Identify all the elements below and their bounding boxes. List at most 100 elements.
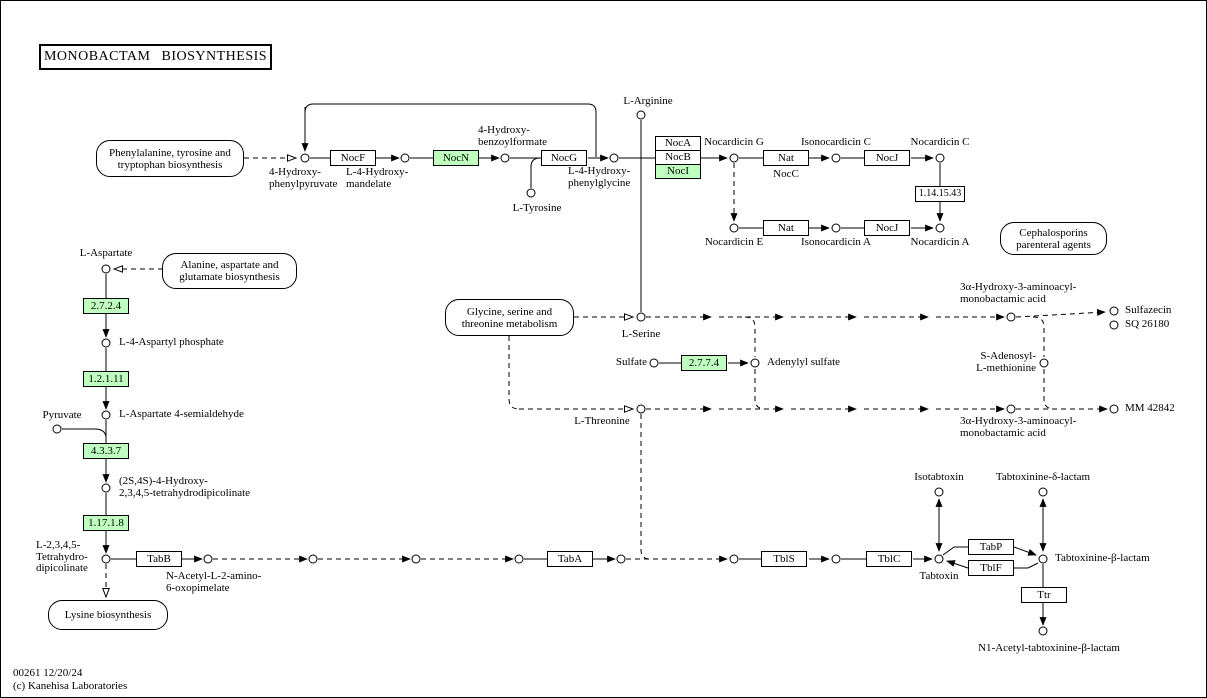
label-2s4s-tetrahydrodipicolinate: (2S,4S)-4-Hydroxy-2,3,4,5-tetrahydrodipi…: [119, 475, 251, 499]
label-hydroxy-monobactamic-acid-bottom: 3α-Hydroxy-3-aminoacyl-monobactamic acid: [960, 415, 1077, 439]
compound-l-4-hydroxyphenylglycine[interactable]: [609, 153, 619, 163]
compound-hydroxy-monobactamic-acid-bottom[interactable]: [1006, 404, 1016, 414]
compound-s-adenosyl-l-methionine[interactable]: [1039, 358, 1049, 368]
compound-sulfazecin[interactable]: [1109, 306, 1119, 316]
label-hydroxy-monobactamic-acid-top: 3α-Hydroxy-3-aminoacyl-monobactamic acid: [960, 281, 1077, 305]
label-l-aspartate-4-semialdehyde: L-Aspartate 4-semialdehyde: [119, 408, 244, 420]
compound-l-arginine[interactable]: [636, 110, 646, 120]
enzyme-nocj-bottom[interactable]: NocJ: [864, 220, 910, 236]
compound-l-serine[interactable]: [636, 312, 646, 322]
enzyme-ec-1-17-1-8[interactable]: 1.17.1.8: [83, 515, 129, 531]
compound-sulfate[interactable]: [649, 358, 659, 368]
compound-adenylyl-sulfate[interactable]: [750, 358, 760, 368]
enzyme-tblc[interactable]: TblC: [866, 551, 912, 567]
label-isonocardicin-a: Isonocardicin A: [801, 236, 871, 248]
compound-l-4-hydroxymandelate[interactable]: [400, 153, 410, 163]
label-4-hydroxybenzoylformate: 4-Hydroxy-benzoylformate: [478, 124, 548, 148]
compound-nocardicin-a[interactable]: [935, 223, 945, 233]
compound-isonocardicin-a[interactable]: [831, 223, 841, 233]
enzyme-nocf[interactable]: NocF: [330, 150, 376, 166]
compound-nocardicin-e[interactable]: [729, 223, 739, 233]
enzyme-ttr[interactable]: Ttr: [1021, 587, 1067, 603]
label-l-serine: L-Serine: [621, 328, 661, 340]
label-tabtoxin: Tabtoxin: [919, 570, 959, 582]
enzyme-ec-1-2-1-11[interactable]: 1.2.1.11: [83, 371, 129, 387]
enzyme-nat-top[interactable]: Nat: [763, 150, 809, 166]
compound-4-hydroxybenzoylformate[interactable]: [500, 153, 510, 163]
enzyme-tblf[interactable]: TblF: [968, 560, 1014, 576]
label-nocc: NocC: [773, 168, 799, 180]
label-tabtoxinine-beta-lactam: Tabtoxinine-β-lactam: [1055, 552, 1150, 564]
compound-mm-42842[interactable]: [1109, 404, 1119, 414]
label-nocardicin-e: Nocardicin E: [704, 236, 764, 248]
label-4-hydroxyphenylpyruvate: 4-Hydroxy-phenylpyruvate: [269, 166, 338, 190]
enzyme-noci[interactable]: NocI: [655, 164, 701, 179]
enzyme-nocg[interactable]: NocG: [541, 150, 587, 166]
label-l-arginine: L-Arginine: [623, 95, 673, 107]
enzyme-ec-2-7-2-4[interactable]: 2.7.2.4: [83, 298, 129, 314]
enzyme-nocj-top[interactable]: NocJ: [864, 150, 910, 166]
compound-intermediate-3[interactable]: [514, 554, 524, 564]
label-l-threonine: L-Threonine: [574, 415, 630, 427]
enzyme-ec-4-3-3-7[interactable]: 4.3.3.7: [83, 443, 129, 459]
enzyme-tbls[interactable]: TblS: [761, 551, 807, 567]
compound-n-acetyl-l-2-amino-6-oxopimelate[interactable]: [203, 554, 213, 564]
compound-2s4s-4-hydroxy-tetrahydrodipicolinate[interactable]: [101, 483, 111, 493]
compound-l-4-aspartyl-phosphate[interactable]: [101, 338, 111, 348]
label-n-acetyl-oxopimelate: N-Acetyl-L-2-amino-6-oxopimelate: [166, 570, 262, 594]
label-isonocardicin-c: Isonocardicin C: [801, 136, 871, 148]
enzyme-taba[interactable]: TabA: [547, 551, 593, 567]
compound-l-tyrosine[interactable]: [526, 188, 536, 198]
label-sulfazecin: Sulfazecin: [1125, 304, 1172, 316]
enzyme-nocn[interactable]: NocN: [433, 150, 479, 166]
compound-sq-26180[interactable]: [1109, 320, 1119, 330]
compound-nocardicin-c[interactable]: [935, 153, 945, 163]
label-l-4-hydroxymandelate: L-4-Hydroxy-mandelate: [346, 166, 409, 190]
compound-l-aspartate-4-semialdehyde[interactable]: [101, 410, 111, 420]
label-l-4-hydroxyphenylglycine: L-4-Hydroxy-phenylglycine: [568, 165, 631, 189]
compound-isotabtoxin[interactable]: [934, 487, 944, 497]
compound-pyruvate[interactable]: [52, 424, 62, 434]
label-pyruvate: Pyruvate: [42, 409, 82, 421]
label-sulfate: Sulfate: [615, 356, 647, 368]
compound-l-threonine[interactable]: [636, 404, 646, 414]
map-id-and-date: 00261 12/20/24: [13, 667, 83, 679]
compound-tabtoxin[interactable]: [934, 554, 944, 564]
map-title: MONOBACTAM BIOSYNTHESIS: [39, 44, 272, 70]
label-nocardicin-g: Nocardicin G: [704, 136, 764, 148]
compound-intermediate-5[interactable]: [729, 554, 739, 564]
compound-intermediate-4[interactable]: [616, 554, 626, 564]
compound-l-aspartate[interactable]: [101, 264, 111, 274]
compound-4-hydroxyphenylpyruvate[interactable]: [300, 153, 310, 163]
label-adenylyl-sulfate: Adenylyl sulfate: [767, 356, 841, 368]
label-l-aspartate: L-Aspartate: [79, 247, 133, 259]
pathway-link-lysine-biosynthesis[interactable]: Lysine biosynthesis: [48, 600, 168, 630]
compound-intermediate-2[interactable]: [411, 554, 421, 564]
compound-nocardicin-g[interactable]: [729, 153, 739, 163]
enzyme-nocb[interactable]: NocB: [655, 150, 701, 165]
enzyme-nat-bottom[interactable]: Nat: [763, 220, 809, 236]
compound-intermediate-6[interactable]: [831, 554, 841, 564]
enzyme-ec-2-7-7-4[interactable]: 2.7.7.4: [681, 355, 727, 371]
compound-n1-acetyl-tabtoxinine-beta-lactam[interactable]: [1038, 626, 1048, 636]
compound-intermediate-1[interactable]: [308, 554, 318, 564]
label-s-adenosyl-l-methionine: S-Adenosyl-L-methionine: [976, 350, 1036, 374]
label-mm-42842: MM 42842: [1125, 402, 1175, 414]
compound-isonocardicin-c[interactable]: [831, 153, 841, 163]
enzyme-tabp[interactable]: TabP: [968, 539, 1014, 555]
copyright: (c) Kanehisa Laboratories: [13, 680, 128, 692]
enzyme-tabb[interactable]: TabB: [136, 551, 182, 567]
label-nocardicin-a: Nocardicin A: [910, 236, 970, 248]
enzyme-ec-1-14-15-43[interactable]: 1.14.15.43: [915, 186, 965, 202]
compound-l-tetrahydrodipicolinate[interactable]: [101, 554, 111, 564]
compound-tabtoxinine-beta-lactam[interactable]: [1038, 554, 1048, 564]
enzyme-noca[interactable]: NocA: [655, 136, 701, 151]
compound-tabtoxinine-delta-lactam[interactable]: [1038, 487, 1048, 497]
compound-hydroxy-monobactamic-acid-top[interactable]: [1006, 312, 1016, 322]
